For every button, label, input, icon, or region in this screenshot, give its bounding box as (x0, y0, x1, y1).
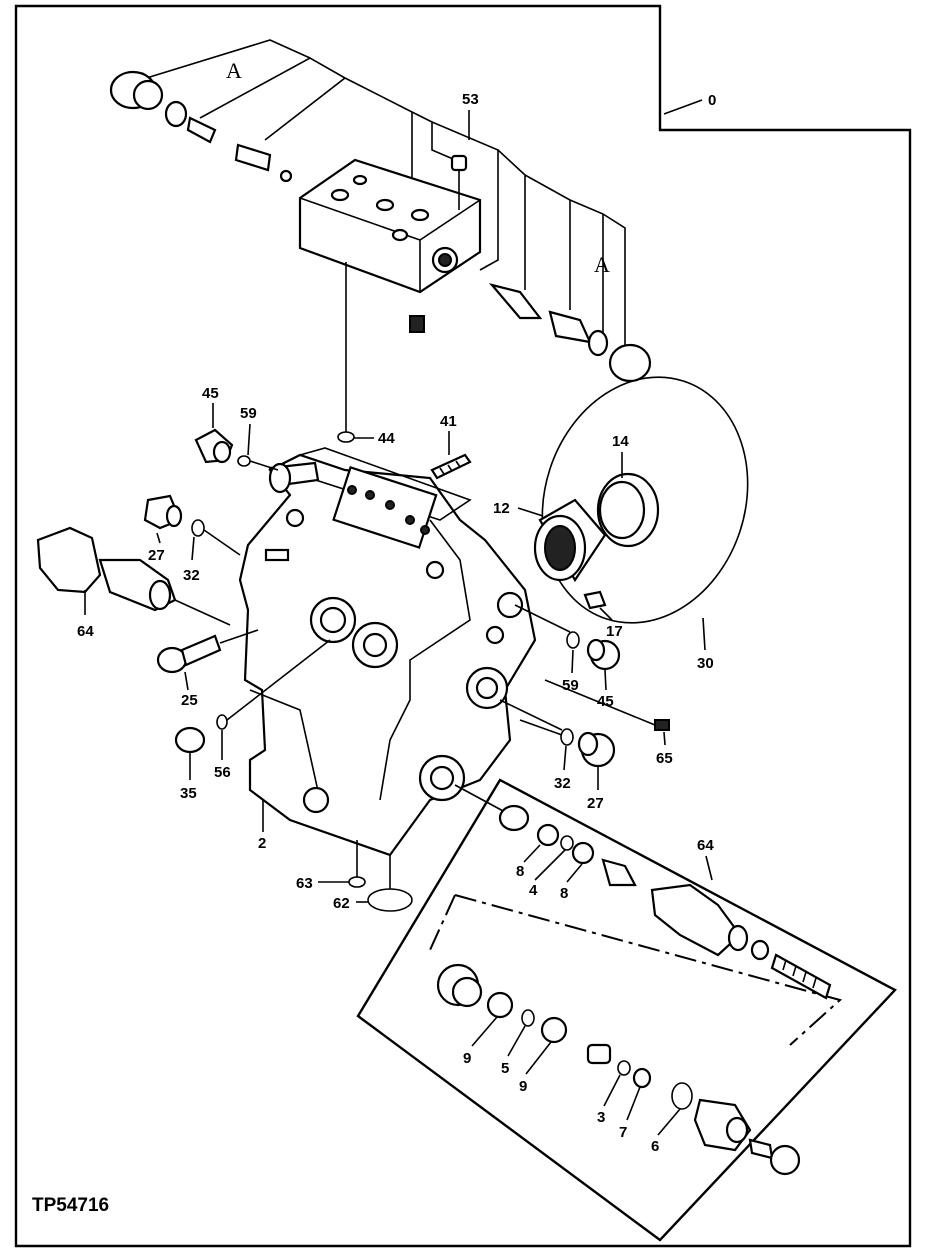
callout-12: 12 (493, 500, 510, 517)
housing-small-parts (36, 428, 670, 912)
bracket-53 (139, 39, 626, 350)
callout-2: 2 (258, 835, 266, 852)
outer-frame (14, 4, 912, 1248)
callout-17: 17 (606, 623, 623, 640)
callout-25: 25 (181, 692, 198, 709)
callout-56: 56 (214, 764, 231, 781)
callout-64-right: 64 (697, 837, 714, 854)
callout-45-right: 45 (597, 693, 614, 710)
plug-top-right (608, 343, 652, 383)
valve-block-group (109, 39, 652, 383)
callout-5: 5 (501, 1060, 509, 1077)
seal-ring-30 (541, 376, 749, 624)
callout-27-right: 27 (587, 795, 604, 812)
relief-valve-box-64 (356, 778, 897, 1242)
callout-labels: 0 53 A A 45 59 44 41 14 12 27 32 64 25 1… (32, 58, 716, 1216)
callout-30: 30 (697, 655, 714, 672)
callout-32-right: 32 (554, 775, 571, 792)
callout-6: 6 (651, 1138, 659, 1155)
callout-27-left: 27 (148, 547, 165, 564)
callout-4: 4 (529, 882, 538, 899)
callout-7: 7 (619, 1124, 627, 1141)
callout-41: 41 (440, 413, 457, 430)
callout-45-left: 45 (202, 385, 219, 402)
callout-59-left: 59 (240, 405, 257, 422)
callout-3: 3 (597, 1109, 605, 1126)
callout-9-a: 9 (463, 1050, 471, 1067)
callout-64-left: 64 (77, 623, 94, 640)
callout-63: 63 (296, 875, 313, 892)
callout-59-right: 59 (562, 677, 579, 694)
leader-0 (663, 99, 703, 115)
figure-code: TP54716 (32, 1195, 109, 1216)
callout-8-b: 8 (560, 885, 568, 902)
callout-leaders (156, 110, 713, 1136)
callout-44: 44 (378, 430, 395, 447)
bearing-14 (596, 472, 660, 548)
callout-a-top: A (226, 58, 242, 83)
main-housing (238, 447, 537, 857)
valve-block (298, 158, 482, 294)
callout-65: 65 (656, 750, 673, 767)
callout-8-a: 8 (516, 863, 524, 880)
callout-a-right: A (594, 252, 610, 277)
callout-53: 53 (462, 91, 479, 108)
bearing-12 (533, 498, 607, 583)
callout-0: 0 (708, 92, 716, 109)
callout-14: 14 (612, 433, 629, 450)
callout-35: 35 (180, 785, 197, 802)
callout-32-left: 32 (183, 567, 200, 584)
callout-62: 62 (333, 895, 350, 912)
callout-9-b: 9 (519, 1078, 527, 1095)
